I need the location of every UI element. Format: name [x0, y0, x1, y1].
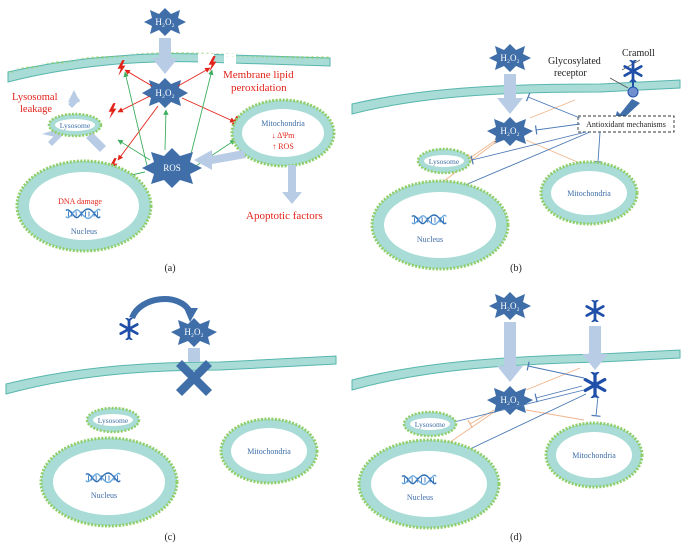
panel-a: H₂O₂ H₂O₂ Membrane lipid peroxid — [7, 8, 336, 274]
h2o2-label: H₂O₂ — [184, 327, 203, 337]
ros-star-icon — [142, 148, 202, 188]
lysosome-label: Lysosome — [60, 121, 91, 130]
plasma-membrane — [351, 79, 681, 115]
caption-b: (b) — [510, 263, 522, 274]
leakage-label: leakage — [20, 104, 52, 115]
caption-d: (d) — [510, 532, 522, 543]
nucleus-label: Nucleus — [417, 235, 443, 244]
panel-c: H₂O₂ Lysosome Mitochondria Nucleus (c) — [5, 296, 337, 543]
h2o2-star-icon — [489, 292, 531, 320]
influx-arrow — [497, 74, 523, 114]
apoptotic-arrow — [282, 165, 302, 204]
h2o2-star-icon — [171, 318, 217, 347]
influx-arrow — [152, 38, 178, 74]
plasma-membrane — [5, 355, 337, 395]
blocked-influx-arrow — [188, 348, 200, 362]
influx-arrow — [497, 322, 523, 382]
caption-c: (c) — [164, 532, 175, 543]
h2o2-star-icon — [487, 386, 533, 415]
nucleus-label: Nucleus — [407, 493, 433, 502]
lysosome-label: Lysosome — [415, 420, 446, 429]
membrane-lipid-label: Membrane lipid — [223, 69, 294, 81]
h2o2-center-label: H₂O₂ — [155, 88, 174, 98]
h2o2-center-label: H₂O₂ — [500, 126, 519, 136]
mitochondria-label: Mitochondria — [247, 447, 291, 456]
h2o2-star-icon — [487, 117, 533, 146]
panel-b: H₂O₂ H₂O₂ Glycosylated receptor Cramoll … — [351, 44, 681, 274]
h2o2-top-label: H₂O₂ — [500, 301, 519, 311]
antioxidant-label: Antioxidant mechanisms — [586, 120, 666, 129]
h2o2-star-icon — [489, 44, 531, 72]
h2o2-star-icon — [142, 78, 188, 108]
lightning-icon — [108, 103, 117, 119]
receptor-label: receptor — [554, 68, 587, 79]
h2o2-center-label: H₂O₂ — [500, 395, 519, 405]
nucleus-label: Nucleus — [91, 491, 117, 500]
mitochondria-label: Mitochondria — [572, 451, 616, 460]
h2o2-top-label: H₂O₂ — [500, 53, 519, 63]
glycosylated-label: Glycosylated — [548, 56, 601, 67]
lectin-influx-arrow — [582, 326, 608, 370]
lysosomal-label: Lysosomal — [12, 92, 58, 103]
panel-d: H₂O₂ H₂O₂ Lysosome Mitochondria Nucleus — [351, 292, 681, 543]
glycosylated-receptor — [627, 86, 639, 98]
cramoll-lectin-icon — [585, 300, 605, 322]
block-x-icon — [176, 360, 212, 396]
cramoll-lectin-icon — [623, 60, 643, 82]
mitochondria-label: Mitochondria — [567, 189, 611, 198]
h2o2-top-label: H₂O₂ — [155, 17, 174, 27]
lysosome-label: Lysosome — [98, 416, 129, 425]
lysosome-label: Lysosome — [429, 157, 460, 166]
apoptotic-label: Apoptotic factors — [246, 210, 323, 222]
cramoll-lectin-icon — [119, 318, 139, 340]
h2o2-star-icon — [144, 8, 186, 36]
ros-release-arrow — [194, 150, 246, 170]
caption-a: (a) — [164, 263, 175, 274]
curved-arrow — [129, 296, 193, 320]
mitochondria-label: Mitochondria — [261, 119, 305, 128]
cramoll-label: Cramoll — [622, 48, 655, 59]
nucleus-label: Nucleus — [71, 227, 97, 236]
dna-damage-label: DNA damage — [58, 197, 102, 206]
ros-label: ROS — [163, 163, 181, 173]
cramoll-lectin-icon — [583, 372, 607, 398]
ros-up-label: ↑ ROS — [272, 142, 294, 151]
delta-psi-label: ↓ ΔΨm — [272, 131, 296, 140]
peroxidation-label: peroxidation — [231, 82, 287, 94]
